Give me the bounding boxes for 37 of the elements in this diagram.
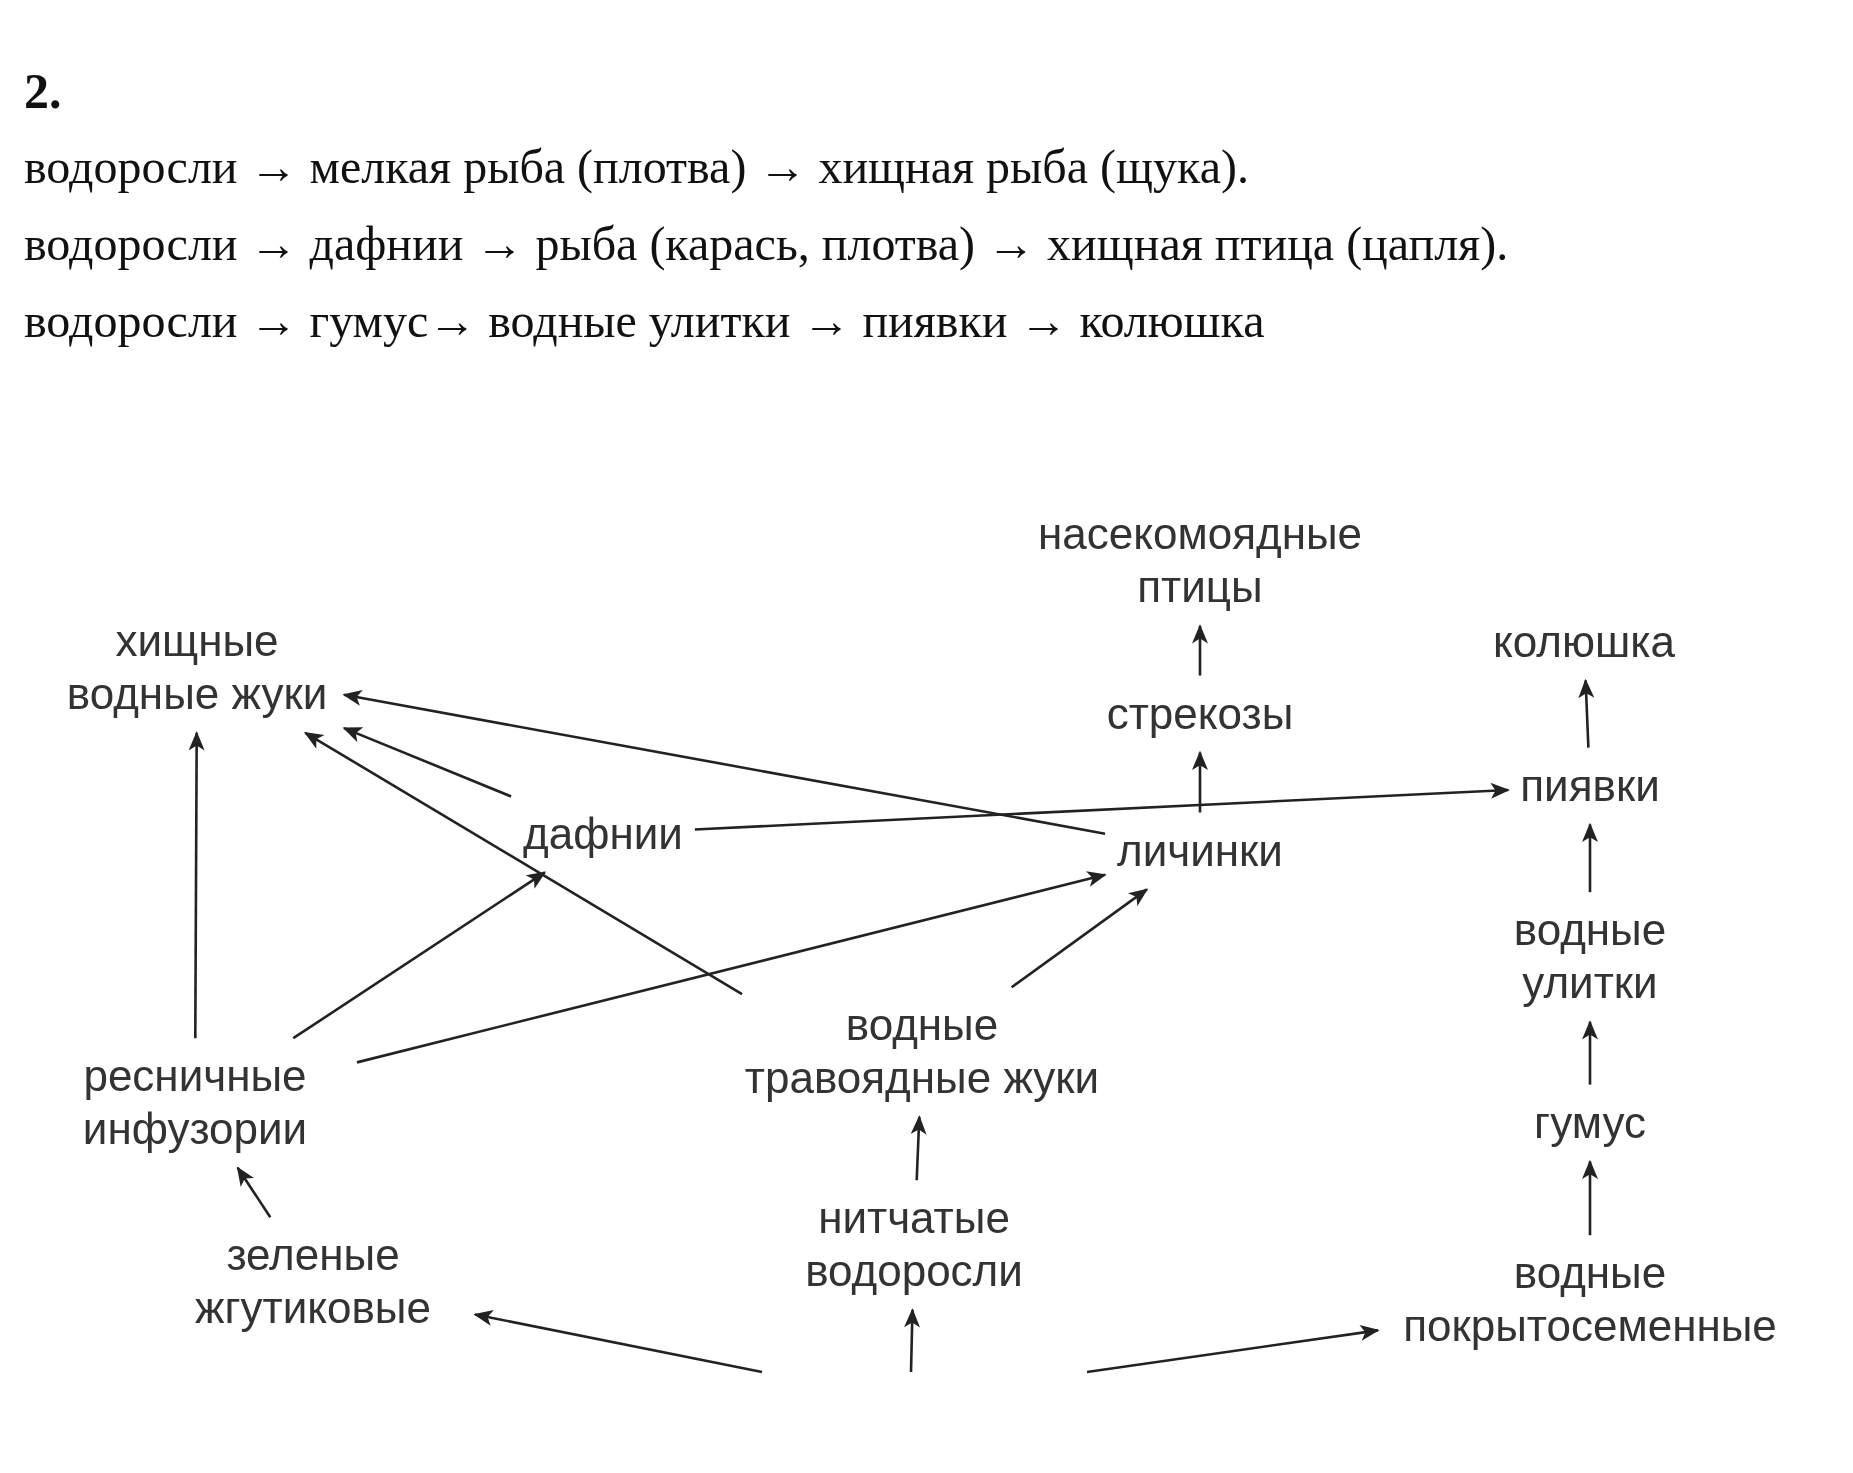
arrow bbox=[694, 782, 1510, 831]
organism-label: гумус bbox=[1534, 1096, 1646, 1149]
arrow bbox=[1192, 750, 1208, 813]
arrow bbox=[904, 1308, 921, 1373]
arrow bbox=[1086, 1324, 1380, 1374]
food-chain-text: водоросли → дафнии → рыба (карась, плотва) → хищная птица (цапля). bbox=[24, 216, 1509, 271]
organism-label: пиявки bbox=[1520, 759, 1660, 812]
food-chain-text: водоросли → гумус→ водные улитки → пиявки → колюшка bbox=[24, 293, 1265, 348]
arrow bbox=[1192, 624, 1208, 676]
organism-label: насекомоядные птицы bbox=[1036, 508, 1364, 613]
organism-label: дафнии bbox=[523, 807, 683, 860]
arrow bbox=[473, 1310, 763, 1374]
arrow bbox=[1010, 888, 1149, 989]
organism-label: зеленые жгутиковые bbox=[194, 1229, 432, 1334]
arrow bbox=[342, 726, 512, 798]
arrow bbox=[356, 871, 1107, 1064]
arrow bbox=[303, 731, 743, 996]
organism-label: стрекозы bbox=[1106, 687, 1294, 740]
organism-label: водные покрытосеменные bbox=[1402, 1247, 1778, 1352]
food-chain-text: водоросли → мелкая рыба (плотва) → хищная рыба (щука). bbox=[24, 139, 1249, 194]
organism-label: водные улитки bbox=[1512, 904, 1668, 1009]
heading: 2. bbox=[24, 62, 62, 120]
organism-label: личинки bbox=[1117, 824, 1283, 877]
organism-label: ресничные инфузории bbox=[81, 1050, 309, 1155]
organism-label: водные травоядные жуки bbox=[743, 999, 1101, 1104]
organism-label: колюшка bbox=[1493, 615, 1675, 668]
arrow bbox=[1582, 1159, 1598, 1236]
arrow bbox=[188, 731, 205, 1039]
arrow bbox=[292, 871, 547, 1040]
organism-label: нитчатые водоросли bbox=[804, 1192, 1024, 1297]
arrow bbox=[1578, 678, 1595, 748]
arrow bbox=[342, 690, 1106, 835]
arrow bbox=[236, 1166, 272, 1218]
arrow bbox=[1582, 1020, 1598, 1085]
arrow bbox=[1582, 822, 1598, 893]
organism-label: хищные водные жуки bbox=[65, 615, 329, 720]
arrow bbox=[910, 1115, 927, 1181]
